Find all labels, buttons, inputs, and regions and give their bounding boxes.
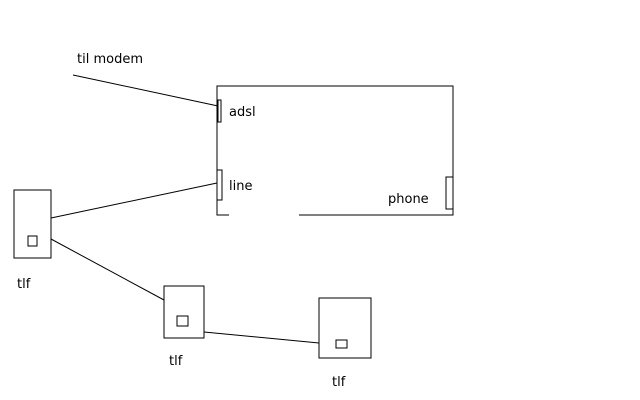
tlf1-to-tlf2-wire: [50, 238, 165, 301]
line-port: [216, 169, 223, 201]
phone-keypad-icon: [176, 315, 189, 327]
label-tlf-1: tlf: [17, 277, 31, 292]
phone-port: [445, 176, 454, 210]
line-wire: [50, 182, 218, 219]
phone-device-3: [318, 297, 372, 359]
phone-keypad-icon: [27, 235, 38, 247]
label-adsl: adsl: [229, 105, 256, 120]
label-tlf-3: tlf: [332, 375, 346, 390]
label-line: line: [229, 179, 252, 194]
phone-keypad-icon: [335, 339, 348, 349]
adsl-port: [217, 99, 222, 123]
modem-wire: [72, 74, 219, 107]
label-tlf-2: tlf: [169, 354, 183, 369]
tlf2-to-tlf3-wire: [203, 331, 320, 344]
phone-device-2: [163, 285, 205, 339]
splitter-box: [216, 85, 454, 216]
label-til-modem: til modem: [77, 52, 143, 67]
label-phone: phone: [388, 192, 429, 207]
phone-device-1: [13, 189, 52, 259]
